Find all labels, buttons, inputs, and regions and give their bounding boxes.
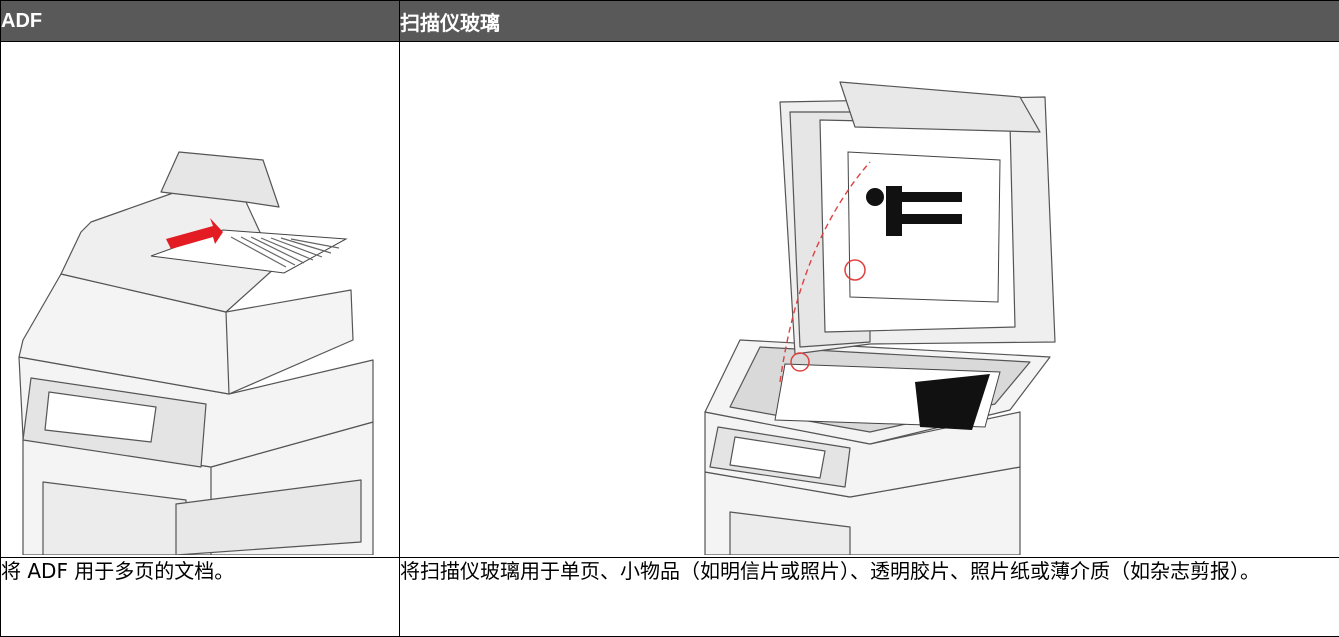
illustration-row — [1, 42, 1339, 558]
header-row: ADF 扫描仪玻璃 — [1, 1, 1339, 42]
adf-illustration-cell — [1, 42, 400, 558]
glass-illustration-cell — [400, 42, 1339, 558]
printer-adf-icon — [1, 42, 398, 555]
description-row: 将 ADF 用于多页的文档。 将扫描仪玻璃用于单页、小物品（如明信片或照片）、透… — [1, 558, 1339, 637]
printer-open-lid-icon — [400, 42, 1338, 555]
header-scanner-glass: 扫描仪玻璃 — [400, 1, 1339, 42]
adf-description: 将 ADF 用于多页的文档。 — [1, 558, 400, 637]
header-adf: ADF — [1, 1, 400, 42]
glass-description: 将扫描仪玻璃用于单页、小物品（如明信片或照片）、透明胶片、照片纸或薄介质（如杂志… — [400, 558, 1339, 637]
